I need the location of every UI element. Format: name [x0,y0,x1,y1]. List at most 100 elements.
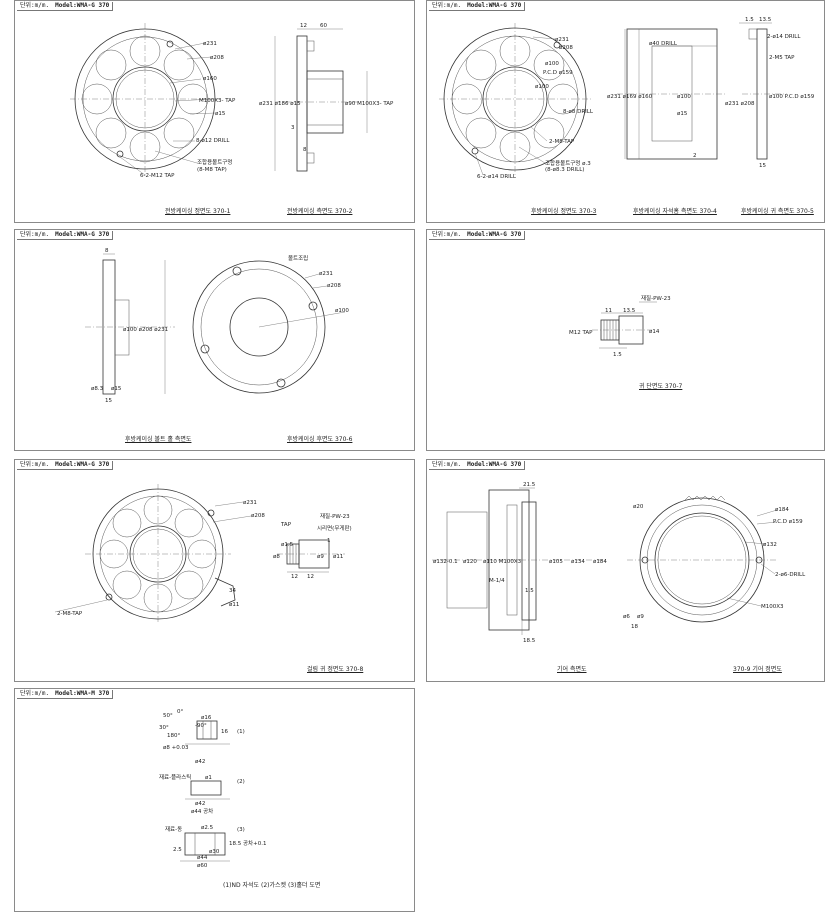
svg-text:재료-동: 재료-동 [165,825,182,833]
svg-text:18.5: 18.5 [523,638,536,644]
caption-370-5: 후방케이싱 귀 측면도 370-5 [741,208,814,215]
svg-text:18: 18 [631,624,638,630]
svg-text:(2): (2) [237,779,245,785]
part-3-holder: (3) 재료-동 ø2.5 2.5 18.5 공차+0.1 ø44 ø60 ø3… [165,825,266,869]
svg-text:ø11: ø11 [229,602,239,608]
svg-text:8: 8 [303,147,307,153]
rear-casing-bolt-drawing: 8 ø100 ø208 ø231 ø8.3 ø15 15 볼트조립 ø231 ø… [85,248,349,404]
sheet-header: 단위:m/m.Model:WMA-G 370 [429,2,526,11]
caption-370-2: 전방케이싱 측면도 370-2 [287,208,353,215]
caption-bolt-hole: 후방케이싱 볼트 홀 측면도 [125,436,192,443]
svg-text:재료-플라스틱: 재료-플라스틱 [159,773,191,781]
sheet-header: 단위:m/m.Model:WMA-G 370 [429,231,526,240]
bolt-hole-side-view: 8 ø100 ø208 ø231 ø8.3 ø15 15 [85,248,175,404]
svg-text:15: 15 [105,398,112,404]
svg-text:ø231 ø186 ø15: ø231 ø186 ø15 [259,101,301,107]
hook-ear-front-view-370-8: ø231 ø208 2-M8-TAP 34 ø11 [54,484,265,624]
svg-text:30°: 30° [159,725,169,731]
rear-casing-drawing: ø231 ø208 ø100 P.C.D ø159 ø100 8-ø8 DRIL… [439,17,815,180]
svg-text:ø132-0.1: ø132-0.1 [433,559,458,565]
svg-text:ø208: ø208 [327,283,341,289]
svg-text:12: 12 [291,574,298,580]
svg-text:2-M5 TAP: 2-M5 TAP [769,55,795,61]
svg-text:ø184: ø184 [593,559,607,565]
sheet-header: 단위:m/m.Model:WMA-G 370 [17,461,114,470]
front-view-370-3: ø231 ø208 ø100 P.C.D ø159 ø100 8-ø8 DRIL… [439,23,594,180]
svg-text:ø16: ø16 [201,715,212,721]
svg-text:ø231 ø208: ø231 ø208 [725,101,755,107]
caption-370-6: 후방케이싱 후면도 370-6 [287,436,353,443]
svg-text:21.5: 21.5 [523,482,536,488]
svg-text:2.5: 2.5 [173,847,182,853]
svg-text:ø6: ø6 [623,614,630,620]
caption-370-7: 귀 단면도 370-7 [639,383,683,390]
svg-text:ø231: ø231 [319,271,333,277]
svg-text:ø9: ø9 [637,614,644,620]
svg-text:시리면(무게판): 시리면(무게판) [317,524,352,532]
svg-text:ø208: ø208 [251,513,265,519]
svg-text:ø42: ø42 [195,801,205,807]
svg-text:8-ø12 DRILL: 8-ø12 DRILL [196,138,230,144]
svg-text:ø90 M100X3- TAP: ø90 M100X3- TAP [345,101,394,107]
svg-text:(8-M8 TAP): (8-M8 TAP) [197,167,227,173]
sheet-header: 단위:m/m.Model:WMA-G 370 [17,2,114,11]
svg-text:60: 60 [320,23,327,29]
gear-side-view: 21.5 ø132-0.1 ø120 ø110 M100X3 ø105 ø134… [432,482,607,644]
svg-text:ø100: ø100 [677,94,691,100]
svg-text:1: 1 [327,538,331,544]
svg-text:ø120: ø120 [463,559,477,565]
svg-text:ø100: ø100 [545,61,559,67]
caption-gear-side: 기어 측면도 [557,666,587,673]
svg-text:50°: 50° [163,713,173,719]
svg-text:ø15: ø15 [677,111,688,117]
svg-text:ø44 공차: ø44 공차 [191,807,213,815]
svg-text:ø44: ø44 [197,855,208,861]
svg-text:2: 2 [693,153,697,159]
part-1-nd-magnet: (1) 50° 0° 30° -90° 180° ø16 16 ø8 +0.03… [159,709,245,765]
svg-text:ø231 ø169 ø160: ø231 ø169 ø160 [607,94,653,100]
drawing-sheet-front-casing: 단위:m/m.Model:WMA-G 370 ø231 ø208 [14,0,415,223]
sheet-header: 단위:m/m.Model:WMA-G 370 [429,461,526,470]
svg-text:2-M8-TAP: 2-M8-TAP [549,139,575,145]
svg-text:6-2-M12 TAP: 6-2-M12 TAP [140,173,175,179]
ear-section-drawing: 재질-PW-23 11 13.5 M12 TAP ø14 1.5 [569,294,671,358]
svg-text:ø132: ø132 [763,542,777,548]
svg-text:P.C.D ø159: P.C.D ø159 [543,70,573,76]
svg-text:ø20: ø20 [633,504,644,510]
svg-text:ø2.5: ø2.5 [201,825,214,831]
drawing-sheet-rear-casing: 단위:m/m.Model:WMA-G 370 ø231 ø208 ø100 P.… [426,0,825,223]
caption-370-1: 전방케이싱 정면도 370-1 [165,208,231,215]
svg-text:ø8 +0.03: ø8 +0.03 [163,745,189,751]
svg-text:ø208: ø208 [559,45,573,51]
svg-text:재질-PW-23: 재질-PW-23 [320,512,350,520]
side-view-370-2: 12 60 ø231 ø186 ø15 ø90 M100X3- TAP 3 8 [259,23,394,172]
svg-text:16: 16 [221,729,228,735]
svg-text:ø1.5: ø1.5 [281,542,294,548]
svg-text:M100X3- TAP: M100X3- TAP [199,98,236,104]
svg-text:ø15: ø15 [215,111,226,117]
gear-front-view-370-9: ø20 ø184 P.C.D ø159 ø132 2-ø6-DRILL M100… [623,495,806,630]
svg-text:TAP: TAP [280,522,292,528]
drawing-sheet-rear-casing-bolt: 단위:m/m.Model:WMA-G 370 8 ø100 ø208 ø231 … [14,229,415,451]
svg-text:1.5: 1.5 [745,17,754,23]
caption-wma-m: (1)ND 자석도 (2)가스켓 (3)홀더 도면 [223,882,321,889]
svg-text:15: 15 [759,163,766,169]
svg-text:ø231: ø231 [555,37,569,43]
svg-text:M-1/4: M-1/4 [489,578,505,584]
sheet-header: 단위:m/m.Model:WMA-G 370 [17,231,114,240]
svg-text:ø160: ø160 [203,76,217,82]
svg-text:8: 8 [105,248,109,254]
svg-text:ø11: ø11 [333,554,343,560]
svg-text:ø100 P.C.D ø159: ø100 P.C.D ø159 [769,94,815,100]
svg-text:13.5: 13.5 [623,308,636,314]
svg-text:180°: 180° [167,733,180,739]
svg-text:조합용볼트구멍: 조합용볼트구멍 [197,158,232,166]
svg-text:재질-PW-23: 재질-PW-23 [641,294,671,302]
svg-text:ø8: ø8 [273,554,280,560]
svg-text:ø105: ø105 [549,559,563,565]
svg-text:조합용볼트구멍 ø.3: 조합용볼트구멍 ø.3 [545,159,591,167]
svg-text:ø42: ø42 [195,759,205,765]
svg-text:M100X3: M100X3 [761,604,784,610]
svg-text:ø100: ø100 [535,84,549,90]
hook-ear-drawing: ø231 ø208 2-M8-TAP 34 ø11 재질-PW-23 시리면(무… [54,484,352,624]
